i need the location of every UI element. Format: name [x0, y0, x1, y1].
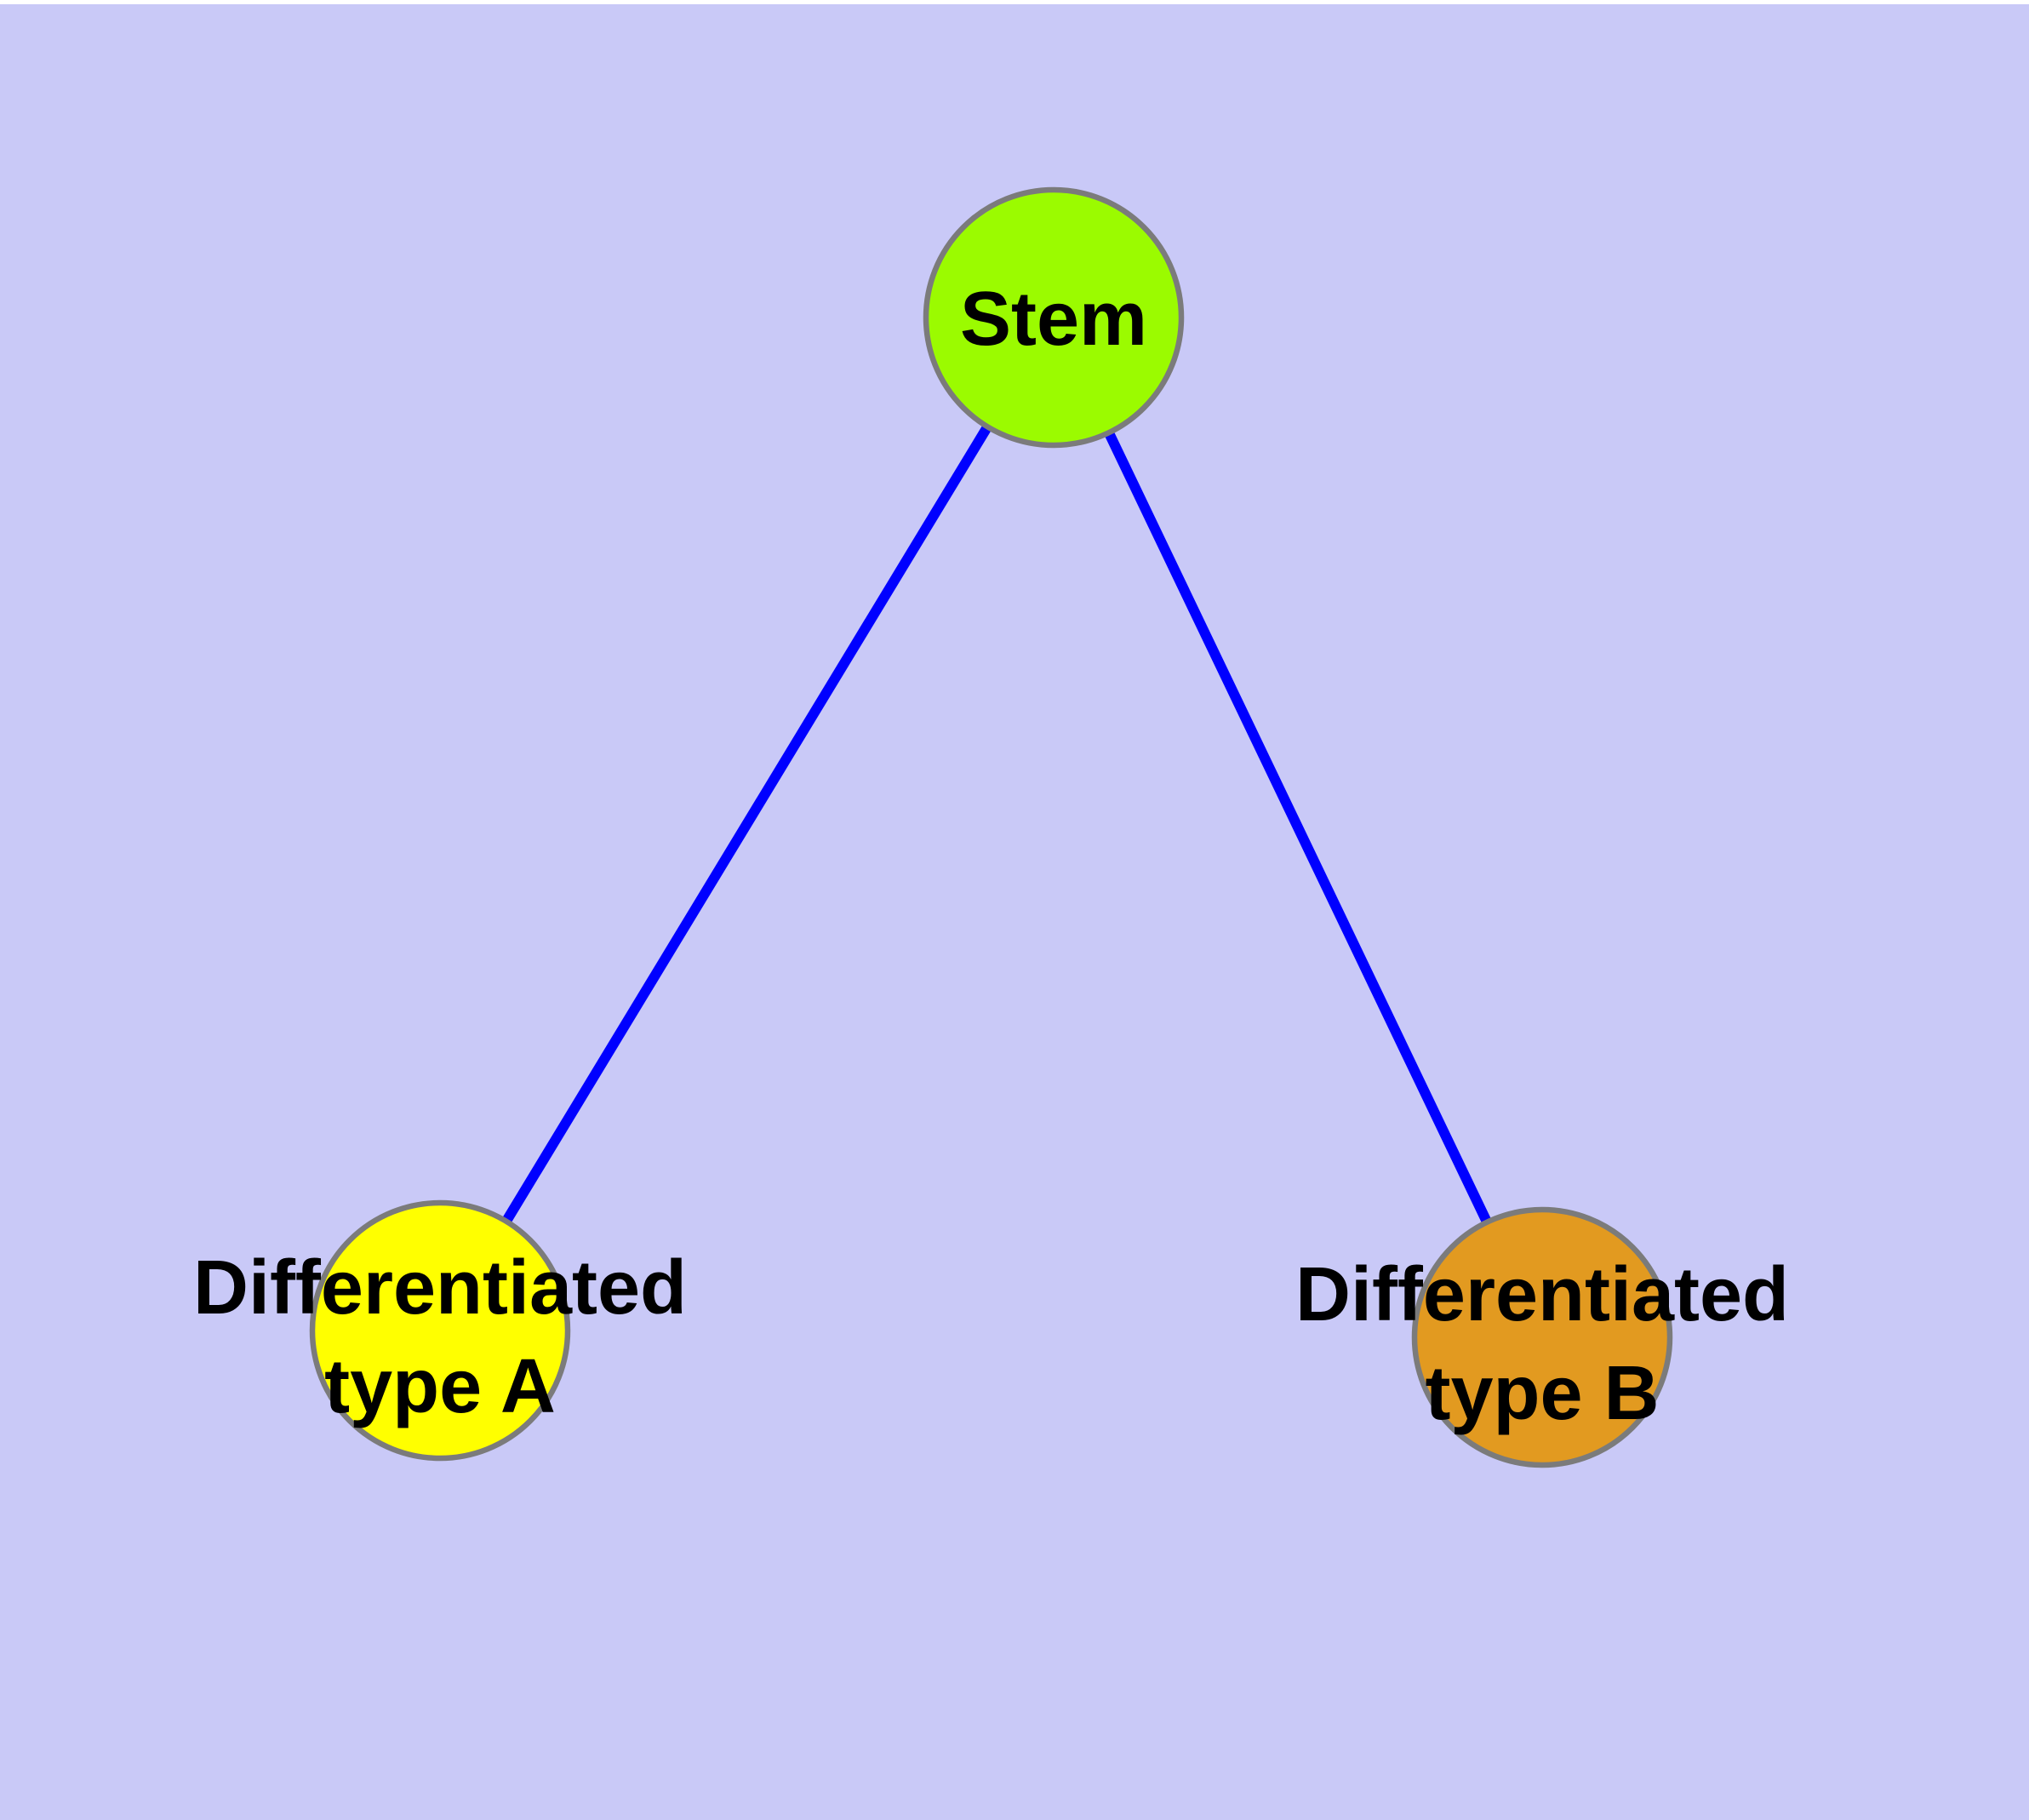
edge-stem-to-type-b	[1049, 315, 1547, 1340]
node-type-a-circle	[309, 1199, 571, 1462]
node-type-b-circle	[1411, 1206, 1673, 1468]
node-type-a-label-line1: Differentiated	[193, 1245, 687, 1331]
node-type-a-label-line2: type A	[324, 1344, 556, 1429]
edge-stem-to-type-a	[435, 314, 1059, 1334]
node-stem-circle	[923, 186, 1185, 449]
node-type-b-label-line2: type B	[1425, 1351, 1659, 1436]
node-type-b-label-line1: Differentiated	[1295, 1252, 1789, 1337]
top-margin-strip	[0, 0, 2029, 4]
node-stem-label: Stem	[960, 277, 1147, 362]
